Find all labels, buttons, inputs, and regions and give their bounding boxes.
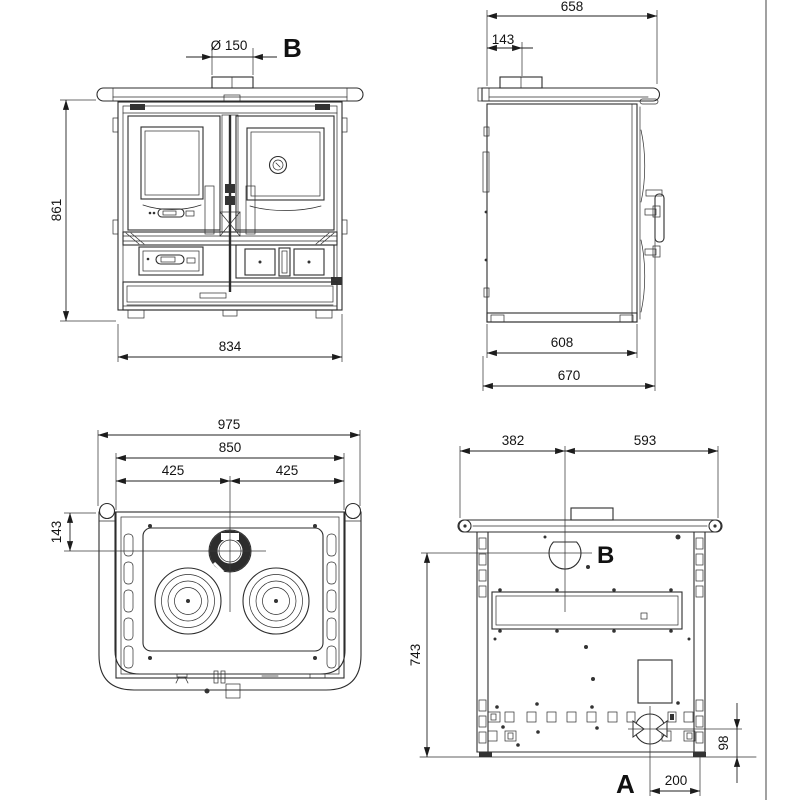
rear-outlet-height-text: 98 [716, 735, 731, 750]
rear-side-slots [478, 537, 704, 744]
top-flue-setback-text: 143 [49, 521, 64, 544]
front-height-text: 861 [49, 199, 64, 222]
top-width-overall-text: 975 [218, 417, 241, 432]
side-flue-setback-text: 143 [492, 32, 515, 47]
top-view: 975 850 425 425 143 [49, 417, 362, 699]
side-depth-overall-text: 670 [558, 368, 581, 383]
dim-front-width: 834 [117, 314, 343, 362]
top-flue-left-text: 425 [162, 463, 185, 478]
dim-rear-outlet-height: 98 [716, 703, 741, 783]
rear-outlet-label-a: A [616, 769, 635, 799]
rear-outlet-offset-text: 200 [665, 773, 688, 788]
rear-flue-label-b: B [597, 542, 614, 569]
dim-front-height: 861 [49, 99, 116, 322]
rear-flue-from-left-text: 382 [502, 433, 525, 448]
dim-top-width-overall: 975 [97, 417, 361, 506]
front-view: Ø 150 B 861 834 [49, 33, 364, 362]
side-view: 658 143 608 670 [477, 0, 665, 391]
front-width-text: 834 [219, 339, 242, 354]
top-width-body-text: 850 [219, 440, 242, 455]
dim-top-flue-centering: 425 425 [115, 463, 345, 612]
front-flue-label-b: B [283, 33, 302, 63]
left-burner [154, 567, 222, 635]
side-depth-top-text: 658 [561, 0, 584, 14]
dim-top-flue-setback: 143 [49, 512, 266, 552]
right-burner [242, 567, 310, 635]
side-depth-body-text: 608 [551, 335, 574, 350]
rear-flue-height-text: 743 [408, 644, 423, 667]
dim-side-flue-setback: 143 [486, 32, 533, 76]
dim-side-depth-body: 608 [486, 324, 638, 358]
rear-flue-from-right-text: 593 [634, 433, 657, 448]
dim-rear-flue-height: 743 [408, 552, 431, 758]
front-flue-diameter-text: Ø 150 [211, 38, 248, 53]
dim-side-depth-overall: 670 [482, 200, 656, 391]
dim-rear-flue-position: 382 593 [459, 433, 719, 536]
rear-vents [487, 711, 696, 742]
dim-front-flue-diameter: Ø 150 [186, 38, 277, 75]
top-view-side-slots [123, 533, 337, 669]
rear-view: 382 593 B 743 98 200 A [408, 433, 757, 799]
dim-rear-outlet-offset: 200 [649, 757, 701, 796]
air-outlet [628, 706, 742, 796]
top-flue-right-text: 425 [276, 463, 299, 478]
